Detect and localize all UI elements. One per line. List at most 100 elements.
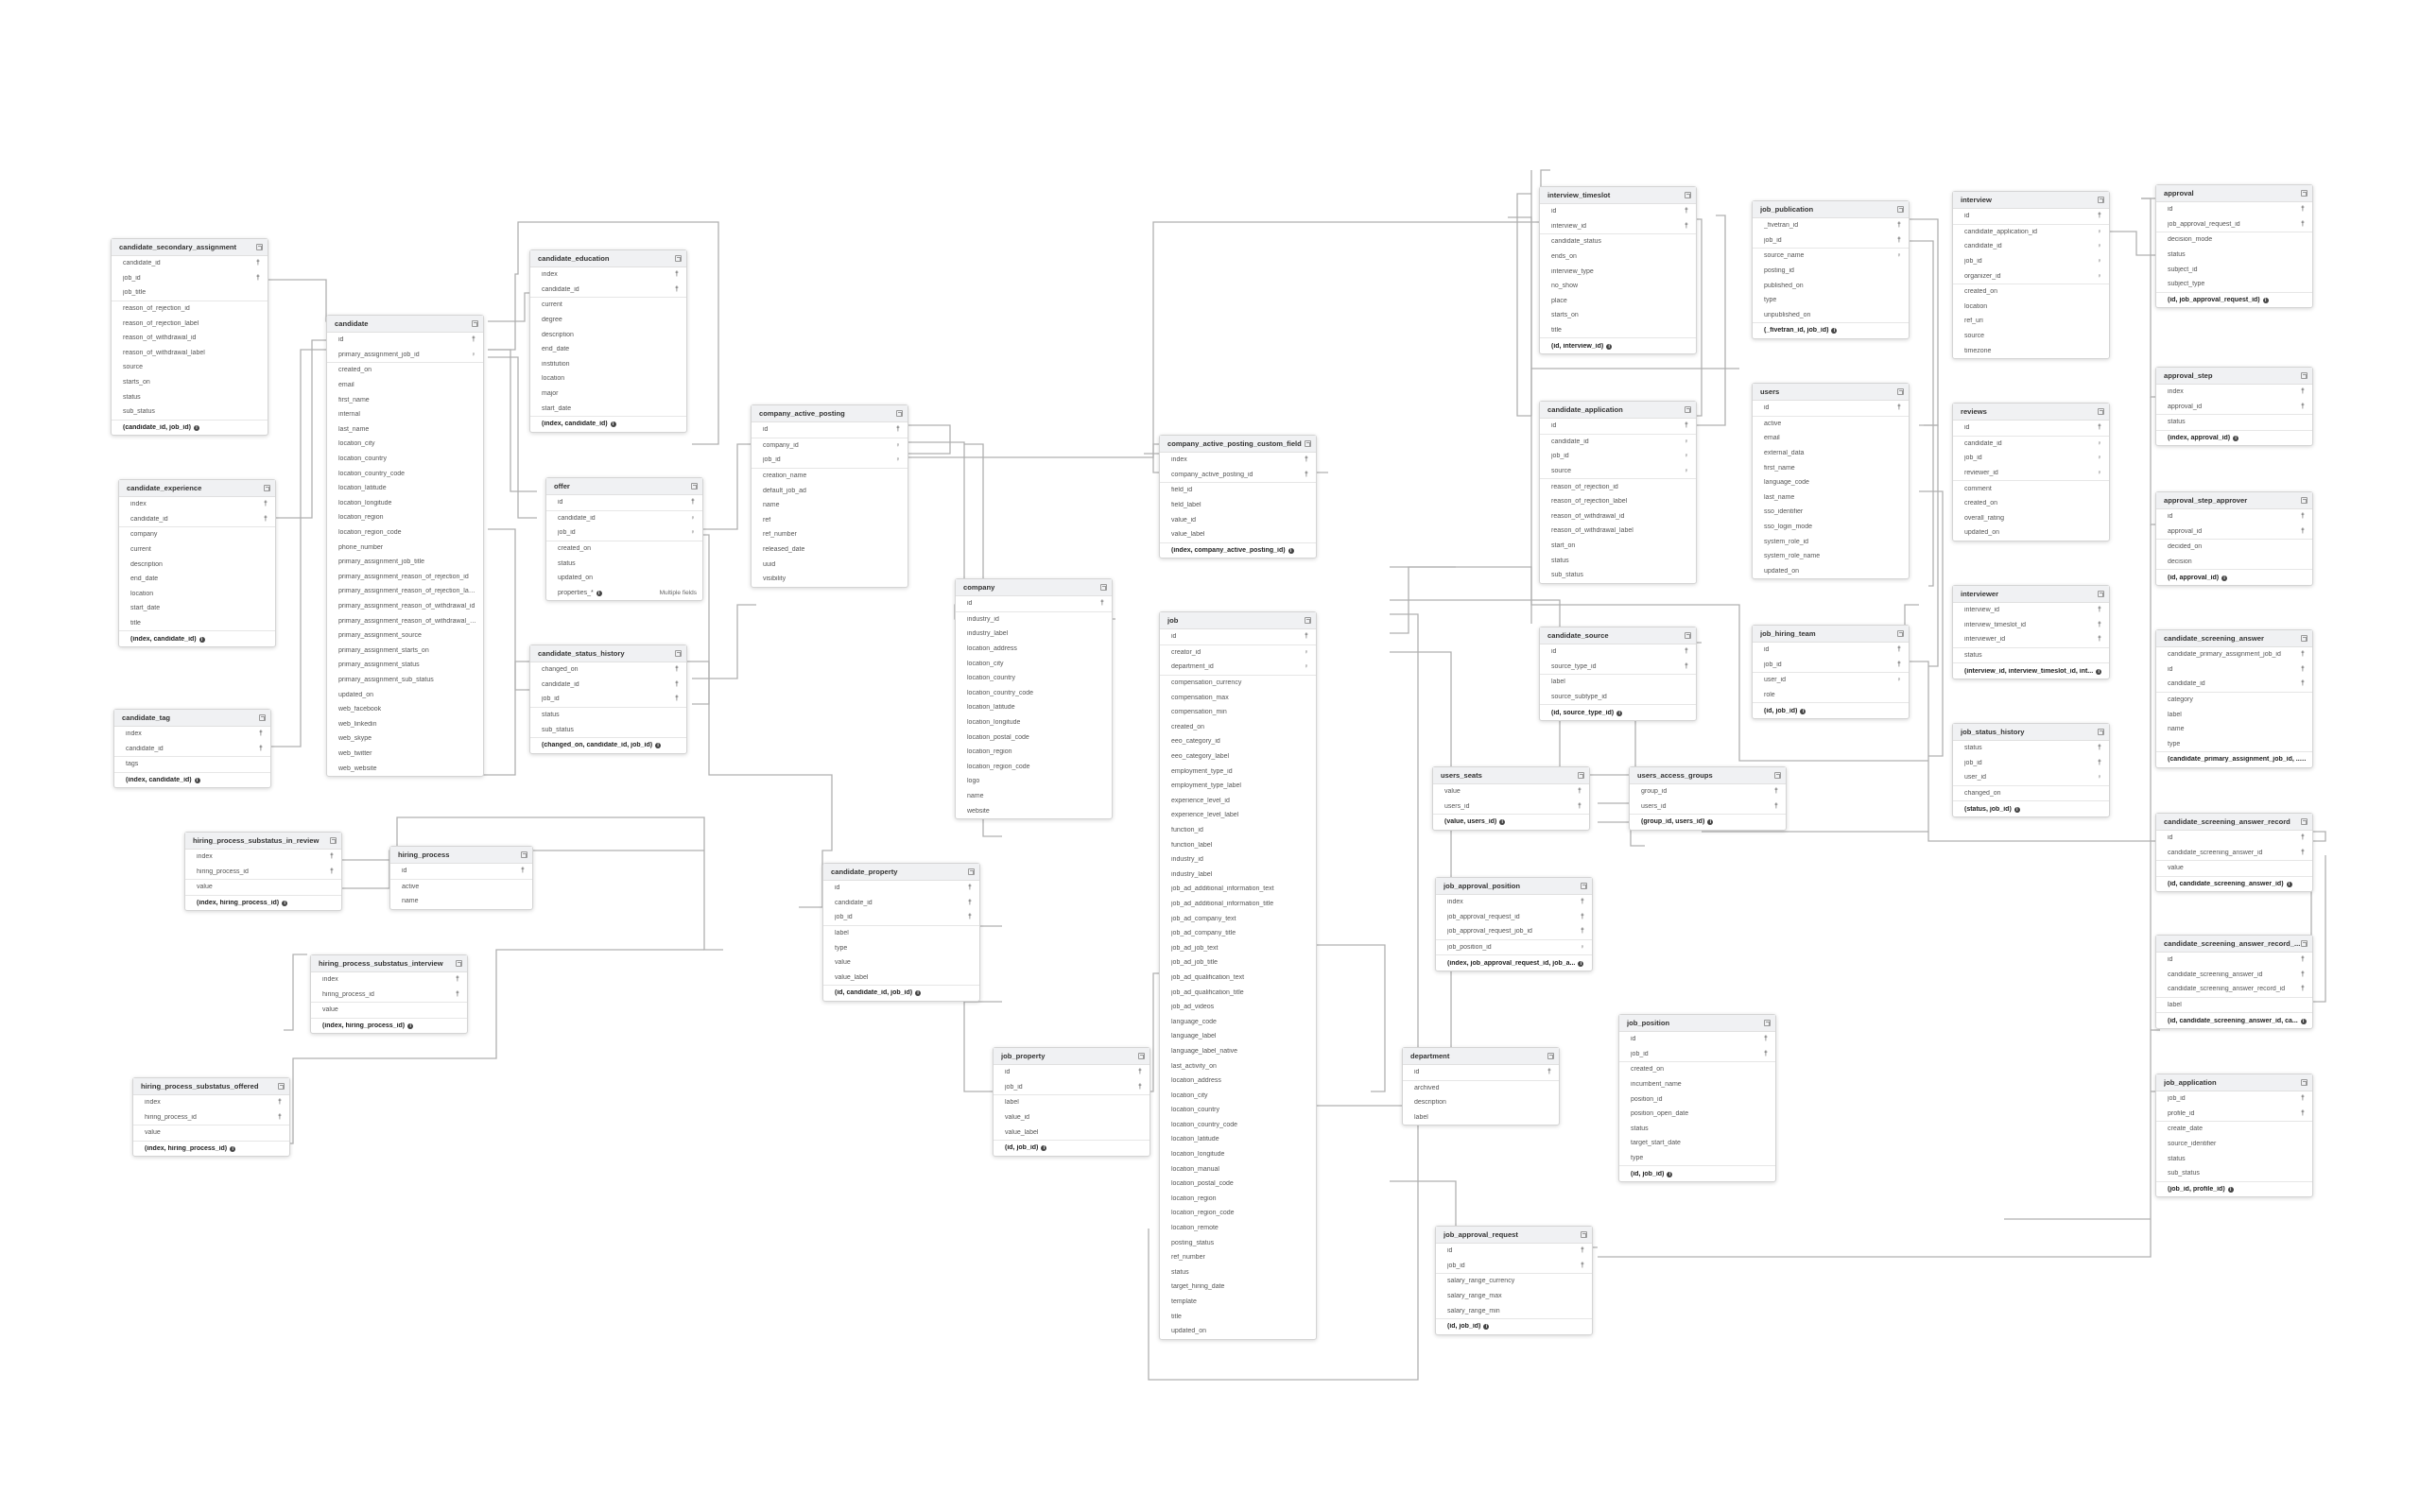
expand-icon[interactable] <box>1774 772 1781 779</box>
index-name: (status, job_id)i <box>1964 806 2103 813</box>
expand-icon[interactable] <box>691 483 698 490</box>
field-name: candidate_screening_answer_id <box>2168 849 2263 856</box>
expand-icon[interactable] <box>1897 388 1904 395</box>
expand-icon[interactable] <box>1547 1053 1554 1059</box>
expand-icon[interactable] <box>2098 408 2104 415</box>
expand-icon[interactable] <box>1764 1020 1771 1026</box>
table-job-publication[interactable]: job_publication_fivetran_id†job_id†sourc… <box>1752 200 1910 339</box>
table-header: reviews <box>1953 404 2109 421</box>
expand-icon[interactable] <box>1897 630 1904 637</box>
expand-icon[interactable] <box>2301 818 2308 825</box>
index-name: (changed_on, candidate_id, job_id)i <box>542 742 681 749</box>
field-row: value_label <box>1160 527 1316 543</box>
expand-icon[interactable] <box>1578 772 1584 779</box>
field-name: reason_of_rejection_id <box>123 305 190 313</box>
expand-icon[interactable] <box>456 960 462 967</box>
field-name: current <box>542 301 562 309</box>
field-name: location_longitude <box>338 499 392 507</box>
expand-icon[interactable] <box>256 244 263 250</box>
expand-icon[interactable] <box>278 1083 285 1090</box>
expand-icon[interactable] <box>675 650 682 657</box>
expand-icon[interactable] <box>264 485 270 491</box>
expand-icon[interactable] <box>1897 206 1904 213</box>
table-name: job_hiring_team <box>1760 629 1816 638</box>
expand-icon[interactable] <box>2301 497 2308 504</box>
field-name: candidate_id <box>126 745 164 752</box>
expand-icon[interactable] <box>1138 1053 1145 1059</box>
field-row: creator_id♀ <box>1160 645 1316 661</box>
table-candidate-screening-answer-record[interactable]: candidate_screening_answer_record_...id†… <box>2155 935 2313 1029</box>
expand-icon[interactable] <box>896 410 903 417</box>
expand-icon[interactable] <box>1581 883 1587 889</box>
field-name: label <box>835 930 849 937</box>
info-icon: i <box>1800 708 1806 714</box>
expand-icon[interactable] <box>2098 729 2104 735</box>
expand-icon[interactable] <box>2301 635 2308 642</box>
field-name: job_ad_company_title <box>1171 930 1236 937</box>
expand-icon[interactable] <box>2301 372 2308 379</box>
expand-icon[interactable] <box>521 851 527 858</box>
expand-icon[interactable] <box>2301 940 2308 947</box>
relation-line <box>2108 231 2155 256</box>
expand-icon[interactable] <box>1100 584 1107 591</box>
expand-icon[interactable] <box>2301 1079 2308 1086</box>
expand-icon[interactable] <box>259 714 266 721</box>
expand-icon[interactable] <box>1305 440 1311 447</box>
field-name: location_manual <box>1171 1165 1219 1173</box>
expand-icon[interactable] <box>1685 632 1691 639</box>
field-row: candidate_application_id♀ <box>1953 225 2109 240</box>
expand-icon[interactable] <box>1685 192 1691 198</box>
expand-icon[interactable] <box>675 255 682 262</box>
expand-icon[interactable] <box>1581 1231 1587 1238</box>
primary-key-icon: † <box>968 899 972 906</box>
expand-icon[interactable] <box>1305 617 1311 624</box>
expand-icon[interactable] <box>2098 197 2104 203</box>
expand-icon[interactable] <box>2301 190 2308 197</box>
field-name: current <box>130 546 151 554</box>
expand-icon[interactable] <box>968 868 975 875</box>
expand-icon[interactable] <box>472 320 478 327</box>
expand-icon[interactable] <box>1685 406 1691 413</box>
field-name: active <box>1764 420 1782 427</box>
expand-icon[interactable] <box>2098 591 2104 597</box>
expand-icon[interactable] <box>330 837 337 844</box>
